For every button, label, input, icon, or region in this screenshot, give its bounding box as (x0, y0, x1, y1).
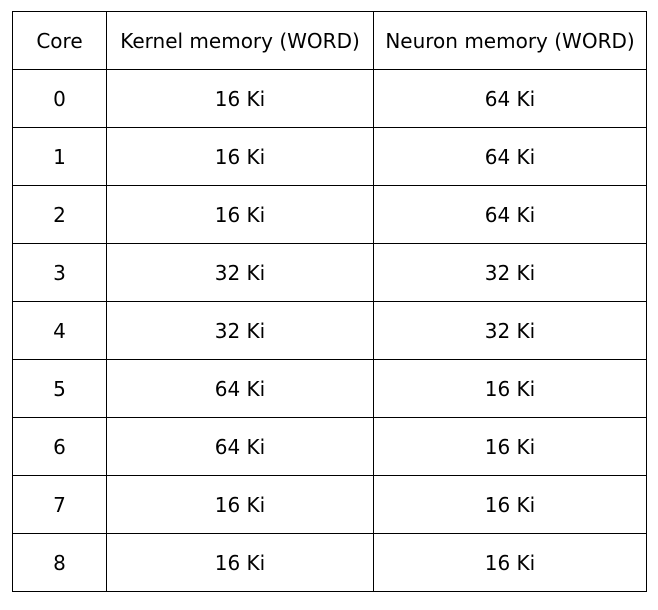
cell-core: 2 (12, 185, 107, 244)
cell-core: 7 (12, 475, 107, 534)
cell-kernel-memory: 16 Ki (106, 69, 374, 128)
header-kernel-memory: Kernel memory (WORD) (106, 11, 374, 70)
cell-kernel-memory: 32 Ki (106, 243, 374, 302)
cell-kernel-memory: 64 Ki (106, 359, 374, 418)
cell-core: 3 (12, 243, 107, 302)
cell-core: 1 (12, 127, 107, 186)
table-row: 2 16 Ki 64 Ki (12, 185, 647, 244)
table-row: 3 32 Ki 32 Ki (12, 243, 647, 302)
memory-table: Core Kernel memory (WORD) Neuron memory … (12, 11, 647, 592)
cell-neuron-memory: 32 Ki (373, 243, 647, 302)
table-row: 4 32 Ki 32 Ki (12, 301, 647, 360)
cell-neuron-memory: 16 Ki (373, 359, 647, 418)
table-row: 8 16 Ki 16 Ki (12, 533, 647, 592)
table-row: 7 16 Ki 16 Ki (12, 475, 647, 534)
cell-kernel-memory: 16 Ki (106, 127, 374, 186)
cell-core: 5 (12, 359, 107, 418)
cell-kernel-memory: 16 Ki (106, 185, 374, 244)
table-body: 0 16 Ki 64 Ki 1 16 Ki 64 Ki 2 16 Ki 64 K… (12, 69, 647, 592)
cell-neuron-memory: 16 Ki (373, 417, 647, 476)
cell-neuron-memory: 16 Ki (373, 533, 647, 592)
cell-core: 0 (12, 69, 107, 128)
table-row: 5 64 Ki 16 Ki (12, 359, 647, 418)
cell-core: 4 (12, 301, 107, 360)
cell-core: 8 (12, 533, 107, 592)
cell-neuron-memory: 64 Ki (373, 127, 647, 186)
cell-neuron-memory: 32 Ki (373, 301, 647, 360)
cell-kernel-memory: 16 Ki (106, 475, 374, 534)
cell-kernel-memory: 32 Ki (106, 301, 374, 360)
cell-neuron-memory: 64 Ki (373, 69, 647, 128)
cell-core: 6 (12, 417, 107, 476)
cell-kernel-memory: 64 Ki (106, 417, 374, 476)
header-row: Core Kernel memory (WORD) Neuron memory … (12, 11, 647, 70)
table-row: 6 64 Ki 16 Ki (12, 417, 647, 476)
table-row: 0 16 Ki 64 Ki (12, 69, 647, 128)
table-row: 1 16 Ki 64 Ki (12, 127, 647, 186)
table-header: Core Kernel memory (WORD) Neuron memory … (12, 11, 647, 70)
cell-neuron-memory: 16 Ki (373, 475, 647, 534)
cell-kernel-memory: 16 Ki (106, 533, 374, 592)
header-neuron-memory: Neuron memory (WORD) (373, 11, 647, 70)
header-core: Core (12, 11, 107, 70)
cell-neuron-memory: 64 Ki (373, 185, 647, 244)
